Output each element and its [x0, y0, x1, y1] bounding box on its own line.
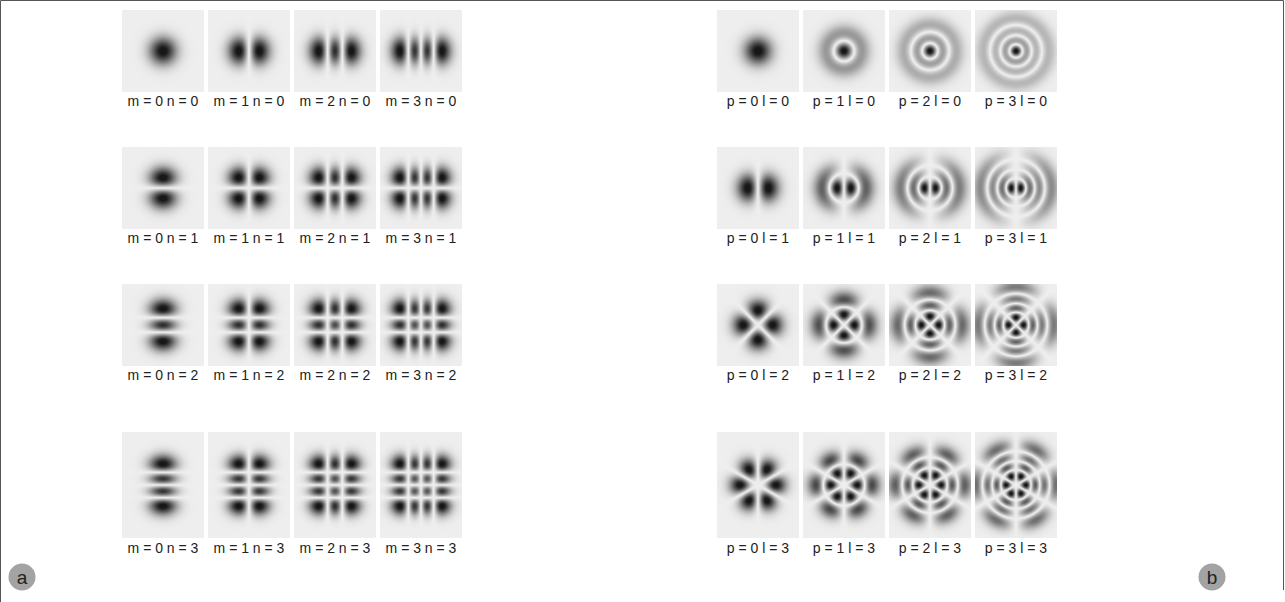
mode-label: m = 2 n = 1: [292, 230, 378, 246]
hermite-gauss-mode: [208, 432, 290, 538]
mode-label: p = 1 l = 1: [801, 230, 887, 246]
laguerre-gauss-mode: [717, 147, 799, 229]
laguerre-gauss-mode: [717, 10, 799, 92]
mode-label: p = 1 l = 3: [801, 540, 887, 556]
mode-label: p = 0 l = 1: [715, 230, 801, 246]
laguerre-gauss-mode: [803, 10, 885, 92]
mode-tiles: [122, 10, 1057, 538]
laguerre-gauss-mode: [889, 284, 971, 366]
hermite-gauss-mode: [380, 10, 462, 92]
mode-label: p = 0 l = 0: [715, 93, 801, 109]
hermite-gauss-mode: [380, 432, 462, 538]
mode-label: m = 2 n = 3: [292, 540, 378, 556]
laguerre-gauss-mode: [975, 147, 1057, 229]
mode-label: p = 0 l = 3: [715, 540, 801, 556]
mode-label: p = 0 l = 2: [715, 367, 801, 383]
mode-label: m = 0 n = 3: [120, 540, 206, 556]
mode-label: m = 2 n = 2: [292, 367, 378, 383]
mode-label: p = 2 l = 3: [887, 540, 973, 556]
hermite-gauss-mode: [294, 10, 376, 92]
hermite-gauss-mode: [208, 284, 290, 366]
mode-label: p = 2 l = 1: [887, 230, 973, 246]
mode-label: p = 3 l = 1: [973, 230, 1059, 246]
mode-label: p = 3 l = 3: [973, 540, 1059, 556]
mode-label: m = 3 n = 3: [378, 540, 464, 556]
hermite-gauss-mode: [294, 432, 376, 538]
hermite-gauss-mode: [208, 147, 290, 229]
panel-badge: a: [8, 563, 36, 591]
badge-circle-shape: [9, 564, 36, 591]
hermite-gauss-mode: [294, 284, 376, 366]
panel-letter: b: [1198, 563, 1226, 591]
mode-label: m = 2 n = 0: [292, 93, 378, 109]
mode-label: m = 3 n = 0: [378, 93, 464, 109]
laguerre-gauss-mode: [975, 284, 1057, 366]
hermite-gauss-mode: [122, 147, 204, 229]
mode-label: m = 0 n = 0: [120, 93, 206, 109]
mode-label: p = 2 l = 0: [887, 93, 973, 109]
laguerre-gauss-mode: [889, 432, 971, 538]
hermite-gauss-mode: [122, 432, 204, 538]
mode-label: m = 1 n = 3: [206, 540, 292, 556]
laguerre-gauss-mode: [803, 147, 885, 229]
mode-label: m = 3 n = 2: [378, 367, 464, 383]
hermite-gauss-mode: [122, 10, 204, 92]
mode-label: p = 2 l = 2: [887, 367, 973, 383]
laguerre-gauss-mode: [889, 147, 971, 229]
laguerre-gauss-mode: [889, 10, 971, 92]
panel-badge: b: [1198, 563, 1226, 591]
mode-label: m = 3 n = 1: [378, 230, 464, 246]
mode-label: p = 3 l = 0: [973, 93, 1059, 109]
mode-label: m = 1 n = 2: [206, 367, 292, 383]
hermite-gauss-mode: [294, 147, 376, 229]
laguerre-gauss-mode: [717, 284, 799, 366]
mode-label: m = 1 n = 1: [206, 230, 292, 246]
laguerre-gauss-mode: [975, 432, 1057, 538]
laguerre-gauss-mode: [717, 432, 799, 538]
laguerre-gauss-mode: [803, 284, 885, 366]
hermite-gauss-mode: [380, 284, 462, 366]
mode-label: p = 3 l = 2: [973, 367, 1059, 383]
hermite-gauss-mode: [380, 147, 462, 229]
mode-label: m = 0 n = 2: [120, 367, 206, 383]
laguerre-gauss-mode: [975, 10, 1057, 92]
mode-label: p = 1 l = 2: [801, 367, 887, 383]
mode-label: m = 1 n = 0: [206, 93, 292, 109]
mode-label: m = 0 n = 1: [120, 230, 206, 246]
hermite-gauss-mode: [208, 10, 290, 92]
panel-letter: a: [8, 563, 36, 591]
badge-circle-shape: [1199, 564, 1226, 591]
mode-label: p = 1 l = 0: [801, 93, 887, 109]
laguerre-gauss-mode: [803, 432, 885, 538]
hermite-gauss-mode: [122, 284, 204, 366]
